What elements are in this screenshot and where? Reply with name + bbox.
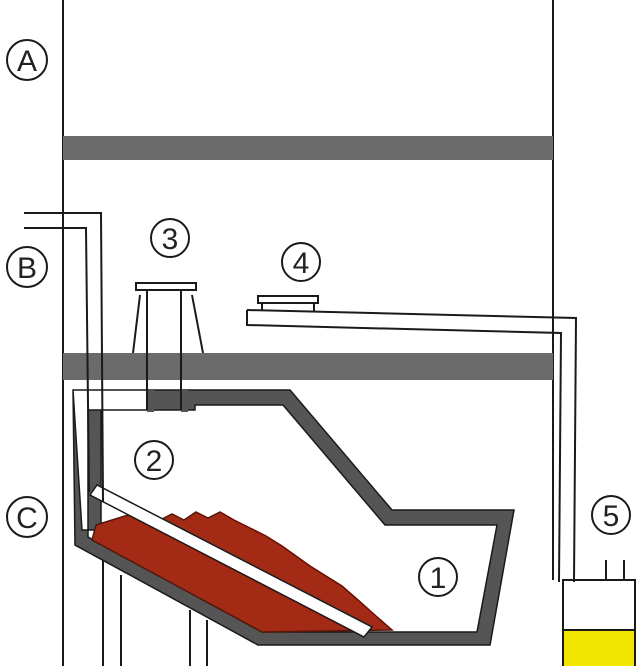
outlet-strut-right <box>191 294 204 354</box>
overflow-cap <box>257 295 319 304</box>
outlet-strut-left <box>132 294 141 354</box>
collection-container <box>562 560 636 666</box>
floor-label-a-text: A <box>17 45 37 78</box>
support-legs <box>102 560 208 666</box>
component-label-4: 4 <box>281 242 321 282</box>
label-circle <box>6 496 48 538</box>
neck-wall-right <box>181 390 188 412</box>
digester-tank <box>72 389 515 646</box>
inlet-pipe-outer <box>24 212 104 503</box>
floor-label-b: B <box>6 246 48 288</box>
label-circle <box>6 39 48 81</box>
floor-label-c-text: C <box>16 502 38 535</box>
component-label-1-text: 1 <box>430 562 447 595</box>
label-circle <box>6 246 48 288</box>
label-circle <box>134 440 174 480</box>
component-label-2: 2 <box>134 440 174 480</box>
inlet-pipe-inner <box>24 227 90 493</box>
inlet-pipe <box>24 212 104 503</box>
component-label-3-text: 3 <box>162 223 179 256</box>
gas-outlet <box>132 282 204 410</box>
neck-wall-left <box>147 390 154 412</box>
component-label-5-text: 5 <box>603 500 620 533</box>
component-label-2-text: 2 <box>146 445 163 478</box>
overflow-pipe <box>246 295 578 583</box>
floor-label-c: C <box>6 496 48 538</box>
inclined-chute <box>88 484 374 638</box>
floor-label-b-text: B <box>17 252 37 285</box>
label-circle <box>591 495 631 535</box>
building-frame <box>62 0 554 666</box>
overflow-pipe-top <box>246 309 578 583</box>
lower-floor-slab <box>63 353 553 380</box>
floor-slabs <box>63 136 553 380</box>
label-circle <box>281 242 321 282</box>
label-circle <box>418 557 458 597</box>
container-liquid <box>563 630 635 666</box>
component-label-1: 1 <box>418 557 458 597</box>
overflow-pipe-bottom <box>246 310 563 583</box>
component-label-5: 5 <box>591 495 631 535</box>
label-circle <box>150 218 190 258</box>
upper-floor-slab <box>63 136 553 160</box>
container-body <box>562 579 636 666</box>
outlet-cap <box>135 282 197 291</box>
floor-label-a: A <box>6 39 48 81</box>
component-label-3: 3 <box>150 218 190 258</box>
component-label-4-text: 4 <box>293 247 310 280</box>
